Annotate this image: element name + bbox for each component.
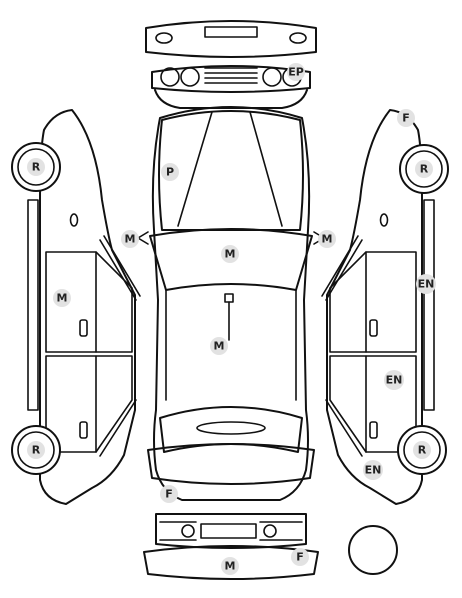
marker-m-left-mirror[interactable]: M (121, 230, 139, 248)
marker-r-right-bottom[interactable]: R (413, 441, 431, 459)
marker-f-right-front[interactable]: F (397, 109, 415, 127)
spare-tire-circle[interactable] (348, 525, 398, 575)
marker-r-left-top[interactable]: R (27, 158, 45, 176)
marker-r-left-bottom[interactable]: R (27, 441, 45, 459)
svg-text:EN: EN (418, 278, 435, 291)
marker-r-right-top[interactable]: R (415, 160, 433, 178)
marker-p-roof[interactable]: P (161, 163, 179, 181)
svg-text:R: R (420, 163, 429, 176)
marker-m-front-bumper[interactable]: M (221, 557, 239, 575)
front-bumper-bottom-view[interactable] (143, 545, 319, 580)
svg-text:R: R (32, 161, 41, 174)
svg-text:M: M (214, 340, 225, 353)
marker-en-right-door[interactable]: EN (384, 370, 404, 390)
svg-text:M: M (225, 248, 236, 261)
svg-text:F: F (165, 488, 173, 501)
marker-f-front-corner[interactable]: F (291, 548, 309, 566)
marker-m-windshield[interactable]: M (221, 245, 239, 263)
svg-text:M: M (57, 292, 68, 305)
car-top-view[interactable] (137, 106, 325, 501)
svg-text:F: F (296, 551, 304, 564)
marker-ep[interactable]: EP (287, 63, 305, 81)
svg-text:R: R (418, 444, 427, 457)
svg-text:F: F (402, 112, 410, 125)
svg-text:M: M (322, 233, 333, 246)
svg-text:M: M (225, 560, 236, 573)
svg-text:EN: EN (365, 464, 382, 477)
svg-text:EP: EP (288, 66, 304, 79)
rear-bumper-top-view[interactable] (145, 20, 317, 58)
marker-en-right-sill[interactable]: EN (416, 274, 436, 294)
svg-text:M: M (125, 233, 136, 246)
front-view[interactable] (155, 513, 307, 549)
svg-text:R: R (32, 444, 41, 457)
marker-m-left-doors[interactable]: M (53, 289, 71, 307)
rear-view[interactable] (151, 65, 311, 109)
marker-en-right-lower[interactable]: EN (363, 460, 383, 480)
marker-m-center[interactable]: M (210, 337, 228, 355)
marker-m-right-mirror[interactable]: M (318, 230, 336, 248)
svg-text:P: P (166, 166, 174, 179)
svg-text:EN: EN (386, 374, 403, 387)
marker-f-hood[interactable]: F (160, 485, 178, 503)
